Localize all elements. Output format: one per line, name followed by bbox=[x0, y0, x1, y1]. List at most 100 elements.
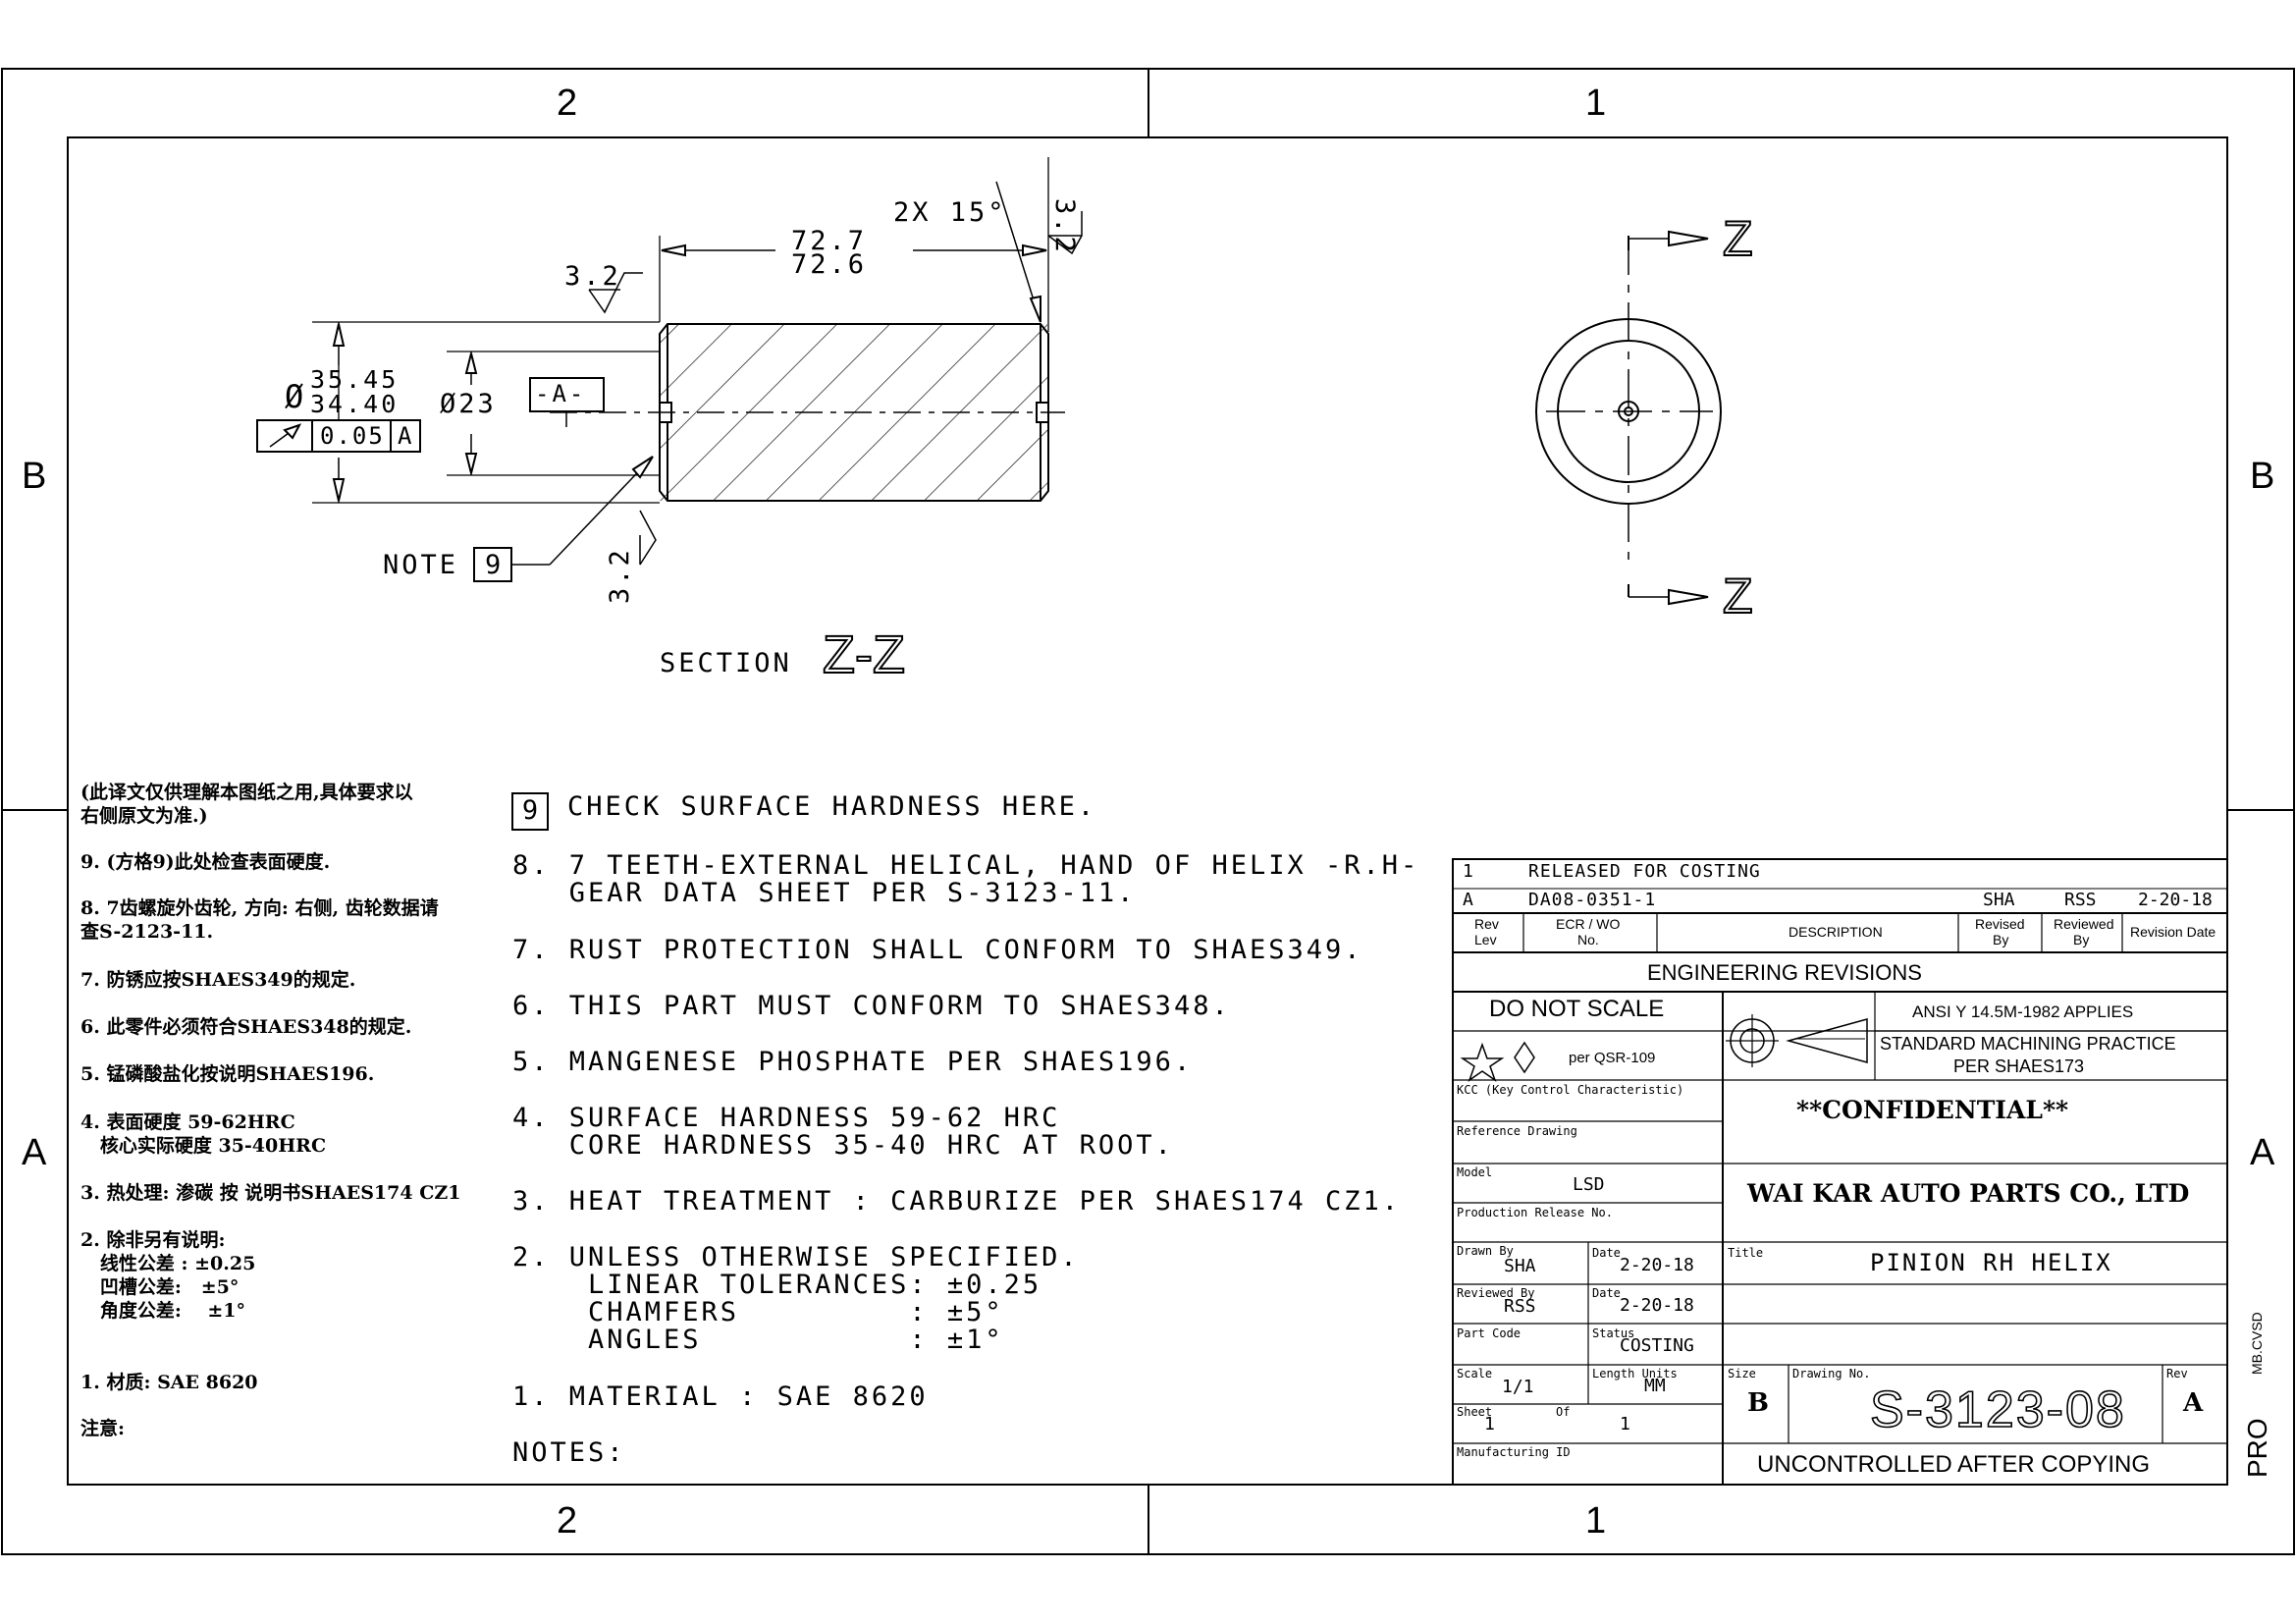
scale: 1/1 bbox=[1502, 1377, 1534, 1397]
view-z-top: Z bbox=[1722, 211, 1754, 266]
length-lower: 72.6 bbox=[791, 249, 868, 280]
drawn-by: SHA bbox=[1504, 1256, 1536, 1276]
size-label: Size bbox=[1728, 1367, 1756, 1380]
note-5: 5. MANGENESE PHOSPHATE PER SHAES196. bbox=[512, 1047, 1194, 1077]
zone-b-right: B bbox=[2250, 456, 2275, 497]
datum-label: -A- bbox=[535, 380, 587, 407]
runout-value: 0.05 bbox=[320, 422, 385, 450]
h-rev: Rev bbox=[1474, 916, 1499, 932]
h-revised: Revised bbox=[1975, 916, 2025, 932]
note-number: 9 bbox=[485, 550, 502, 580]
uncontrolled: UNCONTROLLED AFTER COPYING bbox=[1757, 1451, 2151, 1478]
title-block-grid bbox=[1452, 858, 2228, 1486]
cn-note-3: 8. 7齿螺旋外齿轮, 方向: 右侧, 齿轮数据请 bbox=[80, 897, 439, 919]
end-view bbox=[1535, 230, 1722, 606]
cn-note-9: 核心实际硬度 35-40HRC bbox=[80, 1135, 327, 1157]
h-date: Revision Date bbox=[2130, 924, 2216, 940]
cn-note-15: 1. 材质: SAE 8620 bbox=[80, 1372, 258, 1393]
length-upper: 72.7 bbox=[791, 226, 868, 256]
dia-inner: Ø23 bbox=[440, 389, 497, 419]
cn-note-5: 7. 防锈应按SHAES349的规定. bbox=[80, 969, 356, 991]
zone-1-bottom: 1 bbox=[1585, 1500, 1607, 1542]
section-title: SECTION bbox=[660, 648, 792, 678]
rev: A bbox=[2183, 1388, 2204, 1418]
company-name: WAI KAR AUTO PARTS CO., LTD bbox=[1747, 1179, 2190, 1208]
drawing-title: PINION RH HELIX bbox=[1870, 1249, 2112, 1276]
cn-note-8: 4. 表面硬度 59-62HRC bbox=[80, 1111, 295, 1133]
note-3: 3. HEAT TREATMENT : CARBURIZE PER SHAES1… bbox=[512, 1186, 1402, 1217]
std-line1: STANDARD MACHINING PRACTICE bbox=[1880, 1034, 2176, 1054]
drawn-by-label: Drawn By bbox=[1457, 1244, 1514, 1258]
section-letters: Z-Z bbox=[822, 625, 906, 684]
chamfer-label: 2X 15° bbox=[893, 197, 1007, 228]
h-ecr: ECR / WO bbox=[1556, 916, 1621, 932]
roughness-bottom: 3.2 bbox=[605, 547, 635, 604]
cn-note-10: 3. 热处理: 渗碳 按 说明书SHAES174 CZ1 bbox=[80, 1182, 461, 1204]
drawing-number: S-3123-08 bbox=[1869, 1381, 2126, 1438]
status: COSTING bbox=[1620, 1335, 1694, 1356]
section-part bbox=[256, 157, 1083, 582]
model-label: Model bbox=[1457, 1165, 1493, 1179]
rev2-revised: SHA bbox=[1983, 890, 2015, 910]
drawing-no-label: Drawing No. bbox=[1792, 1367, 1871, 1380]
note-7: 7. RUST PROTECTION SHALL CONFORM TO SHAE… bbox=[512, 935, 1363, 965]
side-pro: PRO bbox=[2242, 1418, 2272, 1478]
note-2-line3: CHAMFERS : ±5° bbox=[512, 1297, 1004, 1327]
std-line2: PER SHAES173 bbox=[1953, 1056, 2085, 1076]
h-reviewed: Reviewed bbox=[2054, 916, 2114, 932]
sheet: 1 bbox=[1484, 1414, 1495, 1435]
production-release-label: Production Release No. bbox=[1457, 1206, 1613, 1219]
roughness-top: 3.2 bbox=[564, 261, 621, 292]
sheet-label: Sheet bbox=[1457, 1405, 1493, 1419]
date-label: Date bbox=[1592, 1246, 1621, 1260]
dia-symbol: Ø bbox=[285, 378, 307, 415]
note-8-line2: GEAR DATA SHEET PER S-3123-11. bbox=[512, 878, 1137, 908]
cn-note-0: (此译文仅供理解本图纸之用,具体要求以 bbox=[80, 782, 413, 803]
do-not-scale: DO NOT SCALE bbox=[1489, 996, 1665, 1022]
units: MM bbox=[1644, 1376, 1666, 1396]
size: B bbox=[1747, 1388, 1769, 1418]
note9-box: 9 bbox=[511, 792, 549, 831]
cn-note-14: 角度公差: ±1° bbox=[80, 1300, 245, 1322]
model-value: LSD bbox=[1573, 1174, 1605, 1195]
cn-note-2: 9. (方格9)此处检查表面硬度. bbox=[80, 851, 331, 873]
view-z-bottom: Z bbox=[1722, 568, 1754, 623]
part-code-label: Part Code bbox=[1457, 1326, 1522, 1340]
note-9: CHECK SURFACE HARDNESS HERE. bbox=[567, 791, 1097, 822]
status-label: Status bbox=[1592, 1326, 1635, 1340]
h-by2: By bbox=[2073, 932, 2090, 947]
of-label: Of bbox=[1556, 1405, 1571, 1419]
rev1-desc: RELEASED FOR COSTING bbox=[1528, 861, 1761, 882]
ansi: ANSI Y 14.5M-1982 APPLIES bbox=[1912, 1002, 2134, 1021]
zone-2-top: 2 bbox=[557, 82, 578, 124]
note-label: NOTE bbox=[383, 550, 459, 580]
zone-1-top: 1 bbox=[1585, 82, 1607, 124]
h-lev: Lev bbox=[1474, 932, 1497, 947]
rev2-reviewed: RSS bbox=[2064, 890, 2097, 910]
drawn-date: 2-20-18 bbox=[1620, 1255, 1694, 1275]
note-2-line2: LINEAR TOLERANCES: ±0.25 bbox=[512, 1270, 1042, 1300]
cn-note-16: 注意: bbox=[80, 1418, 126, 1439]
reviewed-date: 2-20-18 bbox=[1620, 1295, 1694, 1316]
zone-a-left: A bbox=[22, 1132, 47, 1173]
inner-border bbox=[67, 136, 2228, 1486]
cn-note-1: 右侧原文为准.) bbox=[80, 805, 208, 827]
note-4-line2: CORE HARDNESS 35-40 HRC AT ROOT. bbox=[512, 1130, 1174, 1161]
dia-outer-upper: 35.45 bbox=[310, 365, 400, 394]
rev1-lev: 1 bbox=[1463, 861, 1473, 882]
cn-note-6: 6. 此零件必须符合SHAES348的规定. bbox=[80, 1016, 412, 1038]
note-4-line1: 4. SURFACE HARDNESS 59-62 HRC bbox=[512, 1103, 1061, 1133]
h-no: No. bbox=[1577, 932, 1599, 947]
per-qsr: per QSR-109 bbox=[1569, 1050, 1656, 1066]
zone-b-left: B bbox=[22, 456, 47, 497]
notes-title: NOTES: bbox=[512, 1437, 626, 1468]
side-mb-cvsd: MB.CVSD bbox=[2249, 1312, 2265, 1375]
rev2-date: 2-20-18 bbox=[2138, 890, 2213, 910]
note-2-line1: 2. UNLESS OTHERWISE SPECIFIED. bbox=[512, 1242, 1080, 1272]
cn-note-13: 凹槽公差: ±5° bbox=[80, 1276, 240, 1298]
h-by: By bbox=[1993, 932, 2009, 947]
runout-datum: A bbox=[398, 422, 412, 450]
note-1: 1. MATERIAL : SAE 8620 bbox=[512, 1381, 929, 1412]
zone-a-right: A bbox=[2250, 1132, 2275, 1173]
